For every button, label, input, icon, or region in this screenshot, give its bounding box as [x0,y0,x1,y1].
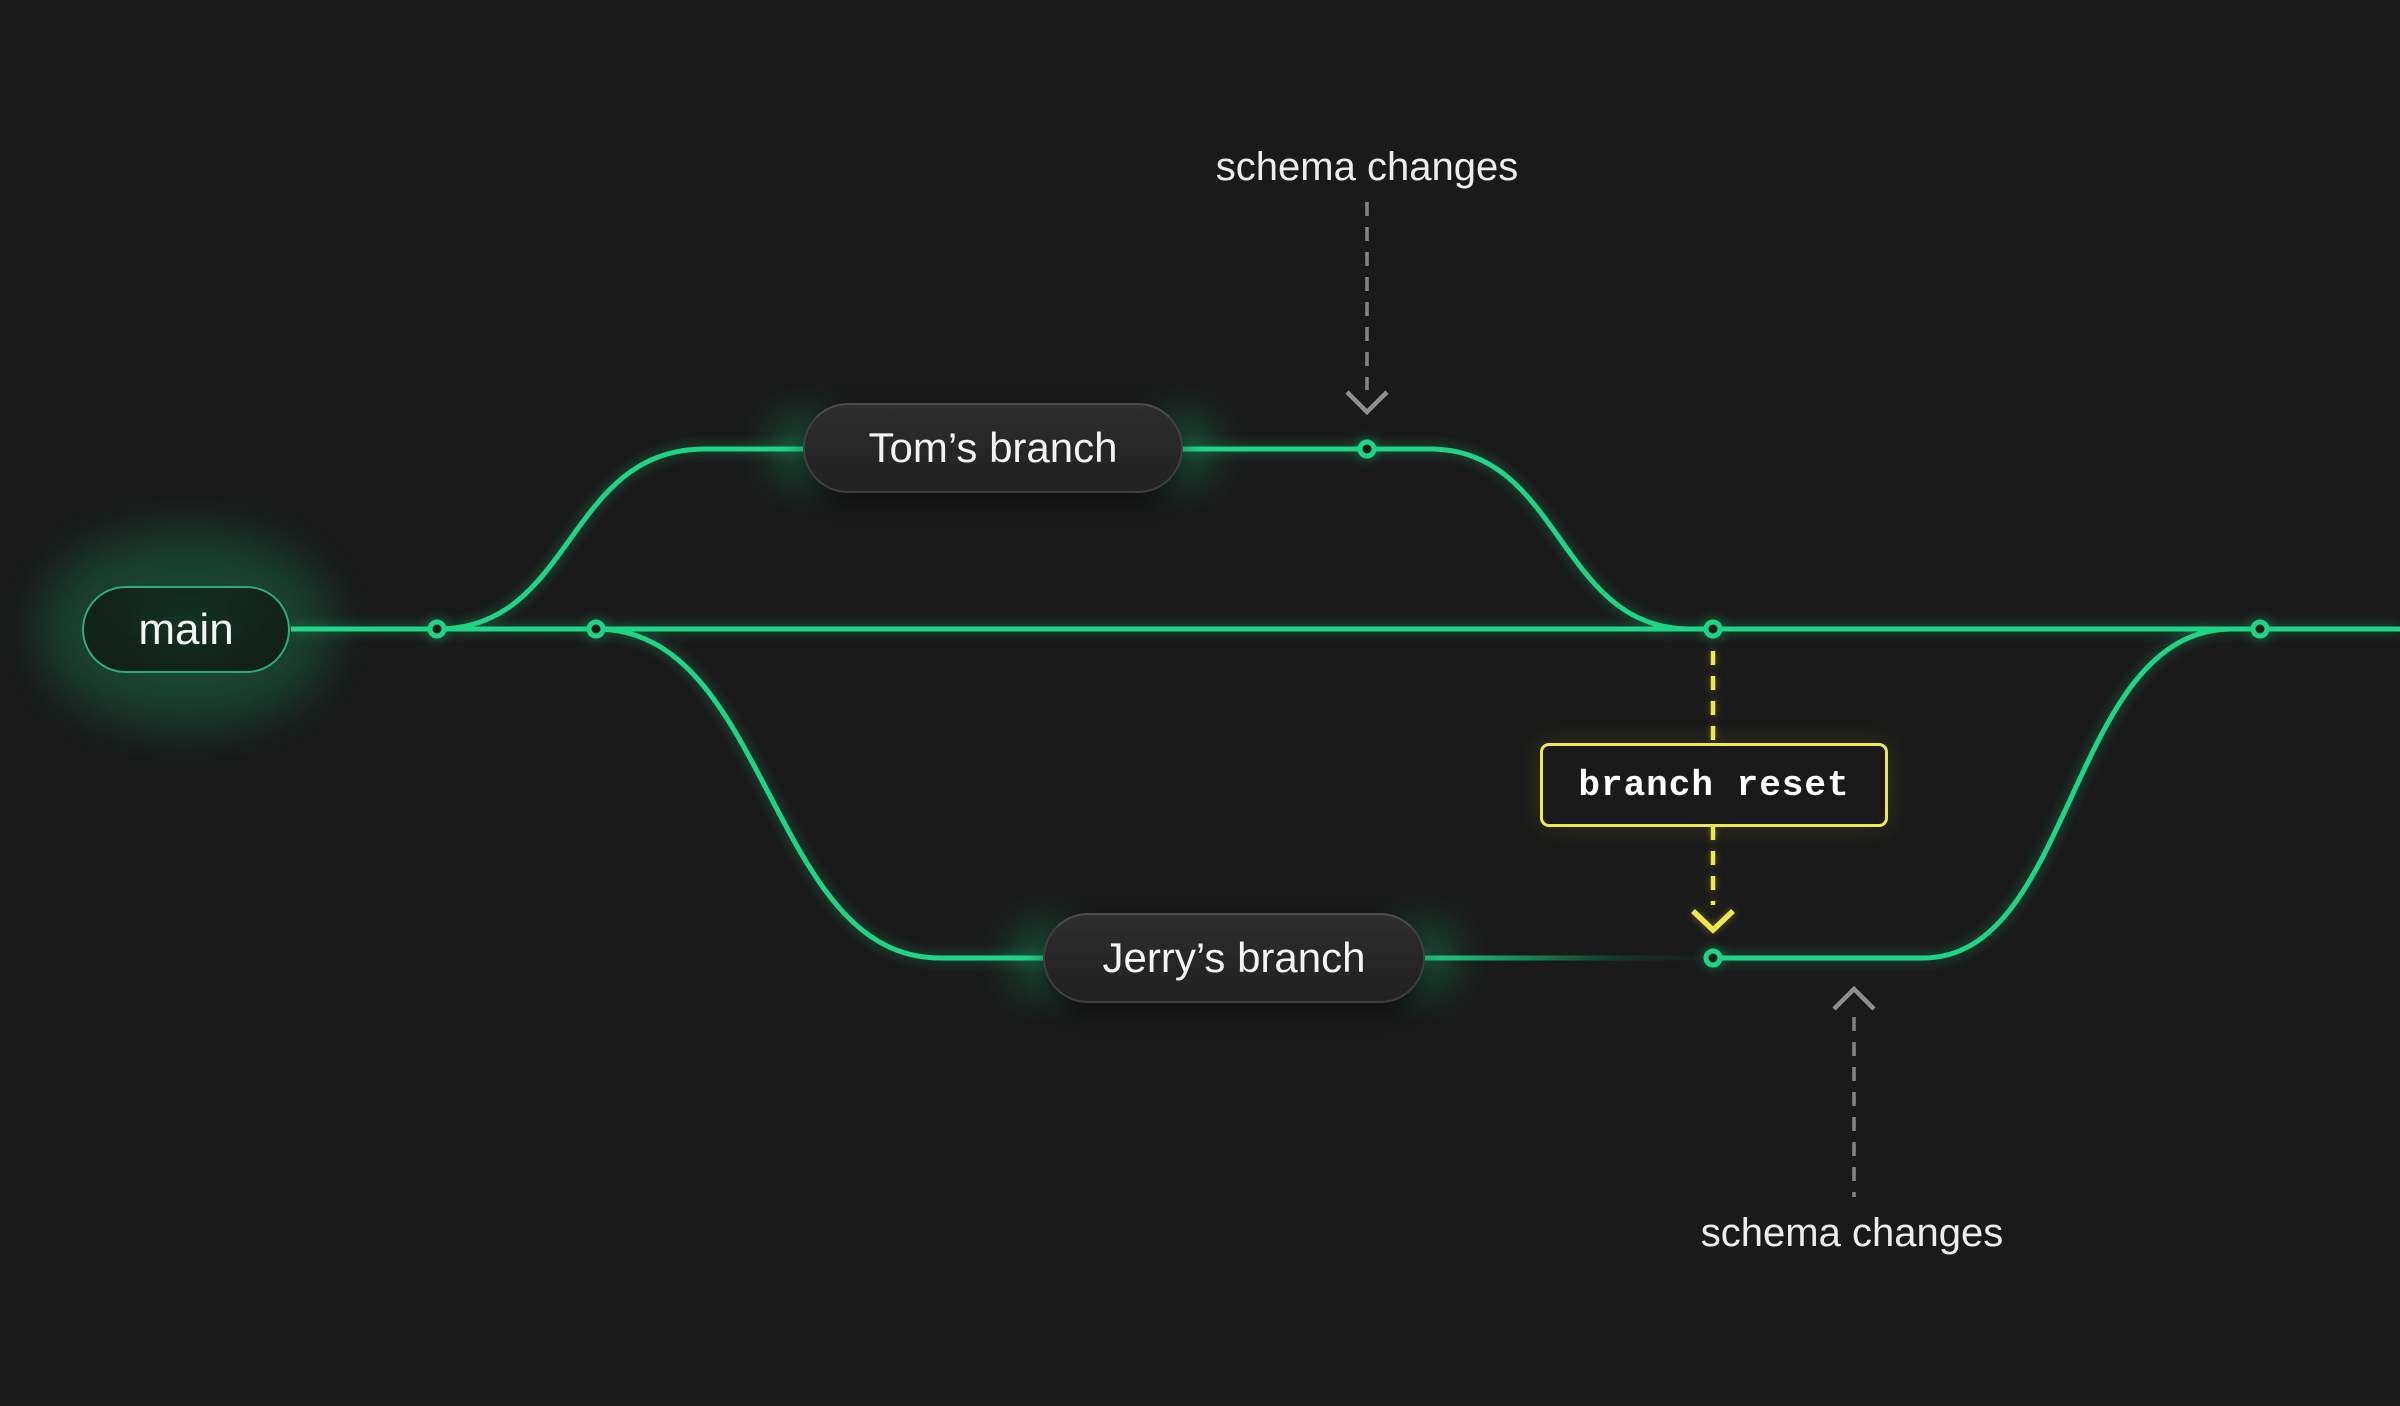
schema-arrows [1345,202,1876,1197]
jerry-branch-line [595,626,1428,961]
branch-lines [291,446,2400,961]
branch-reset-badge: branch reset [1540,743,1888,827]
commit-dot-tom-schema [1357,439,1377,459]
branch-label-main: main [82,586,290,673]
glow-halos [36,415,1456,992]
annotation-schema-changes-top-text: schema changes [1215,145,1519,189]
schema-top-arrowhead-down-icon [1345,390,1389,416]
commit-dot-branch-reset [1703,619,1723,639]
commit-dot-fork-jerry [586,619,606,639]
annotation-schema-changes-bottom: schema changes [1701,1210,2003,1256]
annotation-schema-changes-bottom-text: schema changes [1700,1211,2004,1255]
annotation-schema-changes-top: schema changes [1216,144,1518,190]
jerry-merge-line [1713,626,2233,961]
commit-dot-merge [2250,619,2270,639]
branch-reset-arrowhead-down-icon [1691,909,1735,934]
commit-dots [427,439,2270,968]
commit-dot-jerry-schema [1703,948,1723,968]
branch-label-tom: Tom’s branch [803,403,1183,493]
commit-dot-fork-tom [427,619,447,639]
branch-label-jerry: Jerry’s branch [1043,913,1425,1003]
branch-reset-badge-text: branch reset [1578,764,1850,806]
branch-label-tom-text: Tom’s branch [868,424,1118,471]
schema-bottom-arrowhead-up-icon [1832,985,1876,1011]
branch-label-main-text: main [138,604,234,654]
branch-label-jerry-text: Jerry’s branch [1102,934,1366,981]
